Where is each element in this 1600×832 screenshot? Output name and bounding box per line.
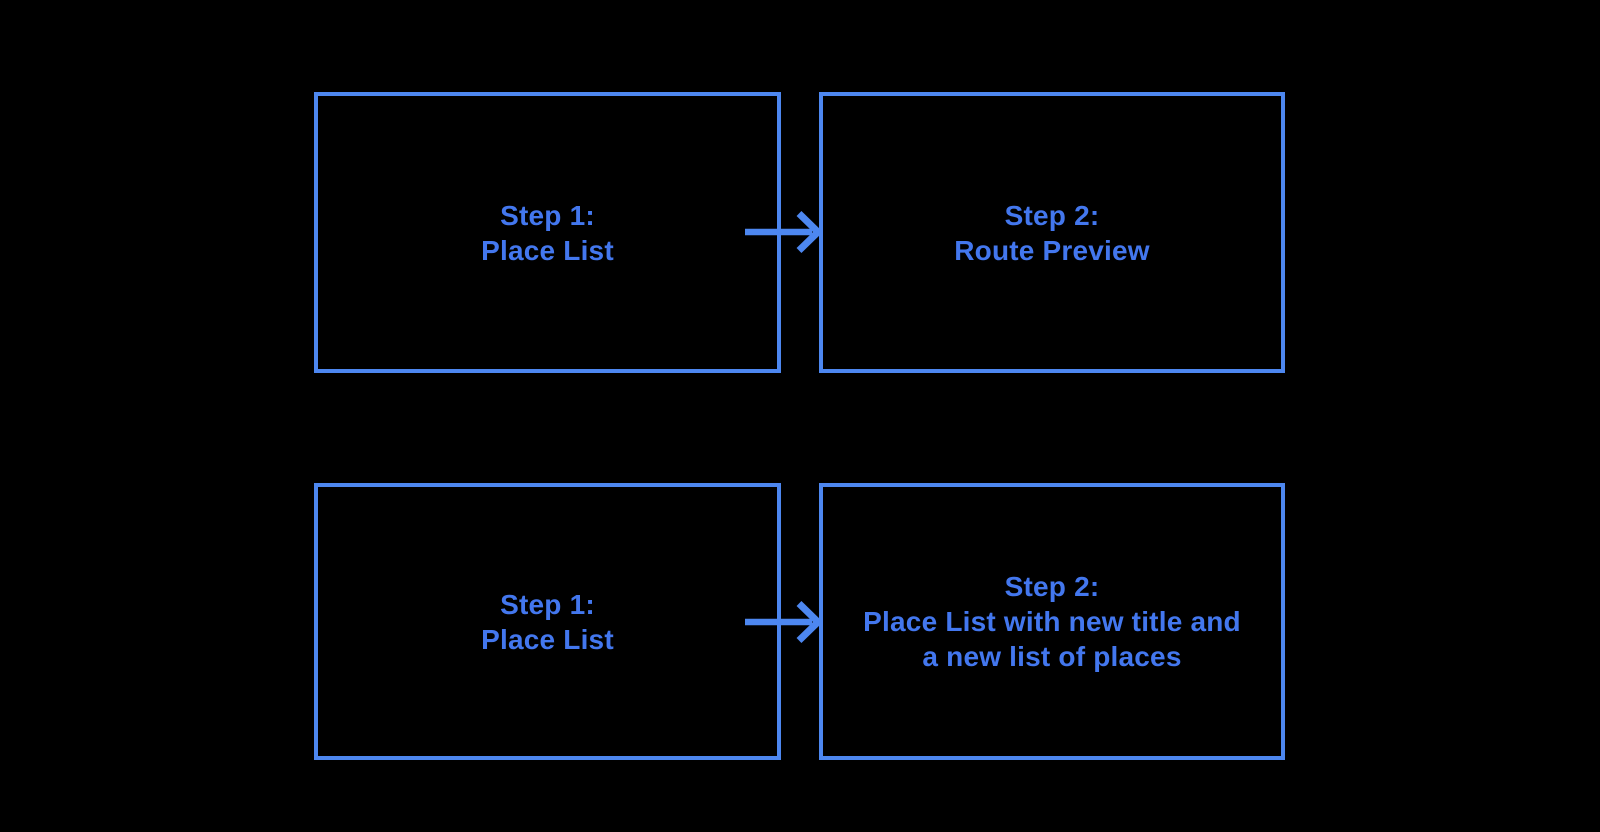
flow-box-step2-route-preview-label: Step 2: Route Preview (954, 199, 1150, 266)
flow-box-step1-bottom-label: Step 1: Place List (481, 588, 614, 655)
flow-box-step1-bottom: Step 1: Place List (314, 483, 781, 760)
right-arrow-icon (745, 600, 824, 644)
right-arrow-icon (745, 210, 824, 254)
flow-box-step2-new-place-list: Step 2: Place List with new title and a … (819, 483, 1285, 760)
flow-box-step2-route-preview: Step 2: Route Preview (819, 92, 1285, 373)
flow-box-step1-top: Step 1: Place List (314, 92, 781, 373)
flow-box-step1-top-label: Step 1: Place List (481, 199, 614, 266)
flow-box-step2-new-place-list-label: Step 2: Place List with new title and a … (863, 571, 1241, 672)
